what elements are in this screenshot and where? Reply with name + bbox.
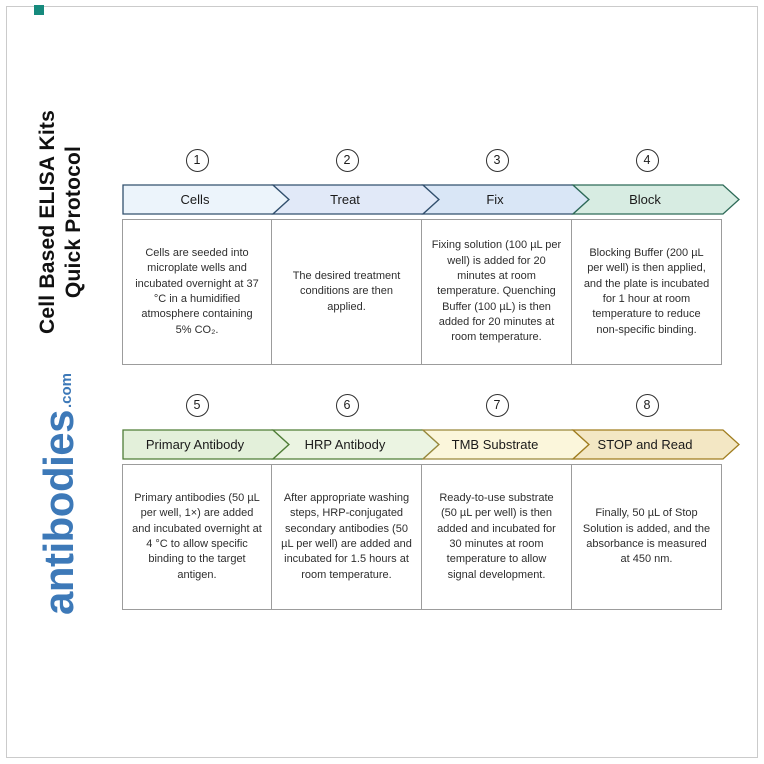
protocol-step: 5 Primary Antibody Primary antibodies (5…: [122, 393, 290, 610]
step-number-wrap: 6: [272, 393, 422, 417]
step-number-wrap: 3: [422, 148, 572, 172]
step-number-wrap: 5: [122, 393, 272, 417]
step-number-wrap: 8: [572, 393, 722, 417]
step-number-wrap: 2: [272, 148, 422, 172]
brand-logo-tld: .com: [58, 372, 75, 408]
step-description: After appropriate washing steps, HRP-con…: [281, 491, 412, 581]
brand-logo: antibodies .com: [35, 372, 82, 616]
step-description-box: Fixing solution (100 µL per well) is add…: [421, 219, 572, 365]
step-description: Cells are seeded into microplate wells a…: [135, 246, 259, 336]
protocol-step: 4 Block Blocking Buffer (200 µL per well…: [571, 148, 740, 365]
step-description-box: After appropriate washing steps, HRP-con…: [271, 464, 422, 610]
step-number-badge: 3: [485, 148, 509, 172]
step-number-badge: 5: [185, 393, 209, 417]
step-description-box: Blocking Buffer (200 µL per well) is the…: [571, 219, 722, 365]
step-number-wrap: 1: [122, 148, 272, 172]
step-description-box: Ready-to-use substrate (50 µL per well) …: [421, 464, 572, 610]
step-description-box: Finally, 50 µL of Stop Solution is added…: [571, 464, 722, 610]
step-arrow-banner: Treat: [271, 184, 440, 215]
protocol-step: 1 Cells Cells are seeded into microplate…: [122, 148, 290, 365]
step-title: Treat: [330, 192, 360, 207]
poster-title: Cell Based ELISA Kits Quick Protocol: [35, 110, 88, 334]
step-description: The desired treatment conditions are the…: [292, 269, 401, 313]
step-description: Fixing solution (100 µL per well) is add…: [431, 239, 562, 344]
step-arrow-banner: Cells: [122, 184, 290, 215]
protocol-row-1: 1 Cells Cells are seeded into microplate…: [122, 148, 742, 365]
step-arrow-banner: Block: [571, 184, 740, 215]
step-description: Blocking Buffer (200 µL per well) is the…: [583, 246, 710, 336]
step-number-badge: 7: [485, 393, 509, 417]
brand-logo-name: antibodies: [35, 409, 82, 616]
step-title: Primary Antibody: [145, 437, 245, 452]
step-title: STOP and Read: [597, 437, 693, 452]
protocol-step: 3 Fix Fixing solution (100 µL per well) …: [421, 148, 590, 365]
step-arrow-shape-svg: [571, 184, 740, 215]
step-arrow-banner: Primary Antibody: [122, 429, 290, 460]
protocol-step: 6 HRP Antibody After appropriate washing…: [271, 393, 440, 610]
step-number-badge: 6: [335, 393, 359, 417]
step-arrow-banner: STOP and Read: [571, 429, 740, 460]
page-border: [6, 6, 758, 758]
step-title: Cells: [180, 192, 210, 207]
step-description: Primary antibodies (50 µL per well, 1×) …: [132, 491, 262, 581]
arrow-chevron-shape: [571, 184, 740, 215]
corner-marker: [34, 5, 44, 15]
poster-title-line1: Cell Based ELISA Kits: [35, 110, 59, 334]
protocol-step: 8 STOP and Read Finally, 50 µL of Stop S…: [571, 393, 740, 610]
poster-title-line2: Quick Protocol: [62, 145, 85, 299]
step-description-box: Cells are seeded into microplate wells a…: [122, 219, 272, 365]
arrow-chevron-shape: [571, 429, 740, 460]
step-number-badge: 1: [185, 148, 209, 172]
step-arrow-banner: Fix: [421, 184, 590, 215]
step-description-box: Primary antibodies (50 µL per well, 1×) …: [122, 464, 272, 610]
step-arrow-banner: HRP Antibody: [271, 429, 440, 460]
step-description-box: The desired treatment conditions are the…: [271, 219, 422, 365]
step-title: Fix: [486, 192, 504, 207]
step-number-wrap: 4: [572, 148, 722, 172]
step-arrow-banner: TMB Substrate: [421, 429, 590, 460]
step-number-badge: 4: [635, 148, 659, 172]
step-title: HRP Antibody: [304, 437, 386, 452]
protocol-row-2: 5 Primary Antibody Primary antibodies (5…: [122, 393, 742, 610]
step-description: Finally, 50 µL of Stop Solution is added…: [582, 507, 711, 566]
step-description: Ready-to-use substrate (50 µL per well) …: [437, 491, 556, 581]
step-arrow-shape-svg: [571, 429, 740, 460]
step-number-badge: 8: [635, 393, 659, 417]
step-title: TMB Substrate: [451, 437, 539, 452]
protocol-step: 2 Treat The desired treatment conditions…: [271, 148, 440, 365]
step-number-wrap: 7: [422, 393, 572, 417]
step-number-badge: 2: [335, 148, 359, 172]
protocol-step: 7 TMB Substrate Ready-to-use substrate (…: [421, 393, 590, 610]
step-title: Block: [629, 192, 661, 207]
